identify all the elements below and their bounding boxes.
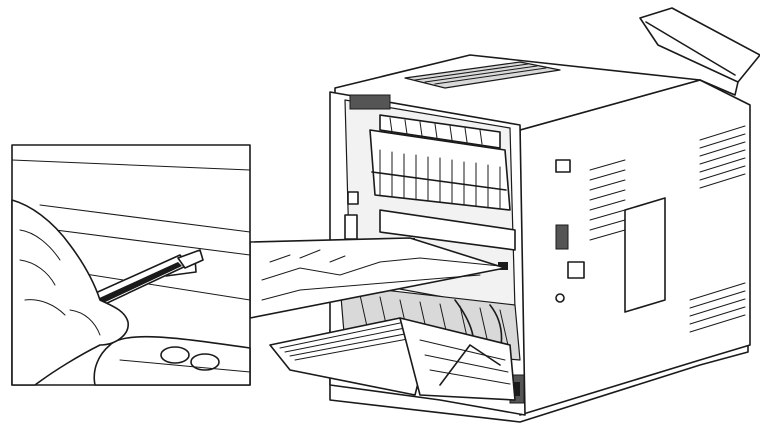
hand-icon xyxy=(11,199,129,386)
zoom-inset xyxy=(11,144,251,386)
side-vent-upper xyxy=(699,125,746,189)
power-switch xyxy=(555,224,569,250)
label-plate xyxy=(555,159,571,173)
side-vent-middle xyxy=(589,159,626,241)
top-vent xyxy=(404,61,561,89)
inset-rollers xyxy=(93,335,251,386)
fuser-unit xyxy=(349,94,511,211)
side-vent-lower xyxy=(689,282,746,333)
usb-port-icon xyxy=(555,293,565,303)
sensor-slot-right xyxy=(498,262,508,270)
network-port-icon xyxy=(567,261,585,279)
cleaning-swab-icon xyxy=(79,249,204,313)
rear-latch xyxy=(349,94,391,110)
output-tray-flap xyxy=(639,7,760,96)
side-clip xyxy=(344,214,358,240)
rear-door-open xyxy=(269,317,516,401)
